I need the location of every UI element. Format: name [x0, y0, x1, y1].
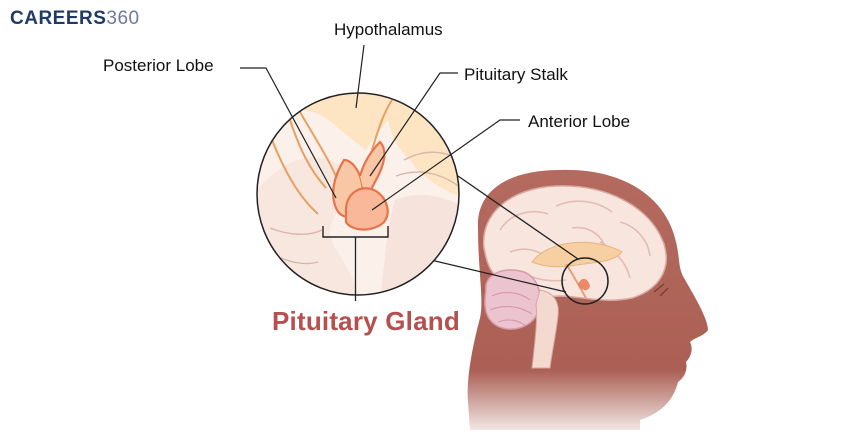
small-zoom-circle — [561, 257, 609, 305]
label-posterior-lobe: Posterior Lobe — [103, 56, 214, 75]
diagram-title: Pituitary Gland — [272, 306, 460, 336]
eye-icon — [653, 283, 669, 297]
hypothalamus-pointer — [355, 44, 365, 109]
connector-line-bottom — [413, 255, 567, 293]
careers360-logo: CAREERS360 — [10, 8, 140, 30]
logo-number: 360 — [106, 8, 140, 29]
zoom-circle — [256, 92, 460, 296]
brain — [482, 185, 667, 369]
label-hypothalamus: Hypothalamus — [334, 20, 443, 39]
label-anterior-lobe: Anterior Lobe — [528, 112, 631, 131]
connector-line-top — [457, 175, 579, 260]
anterior-lobe-pointer — [371, 119, 520, 211]
pituitary-stalk-pointer — [369, 72, 458, 177]
label-pituitary-stalk: Pituitary Stalk — [464, 65, 568, 84]
logo-text: CAREERS — [10, 8, 107, 29]
small-gland — [578, 278, 590, 291]
posterior-lobe-pointer — [240, 67, 337, 199]
